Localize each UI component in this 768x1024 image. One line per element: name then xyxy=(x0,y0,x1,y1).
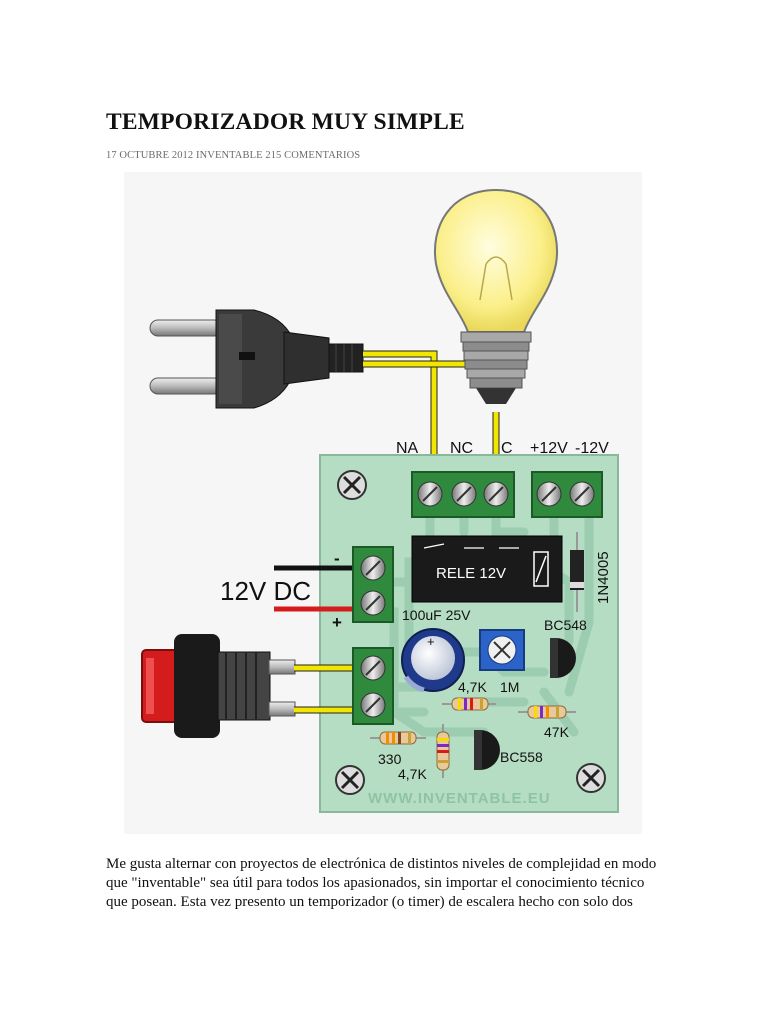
relay-label: RELE 12V xyxy=(436,565,506,582)
svg-text:+: + xyxy=(427,634,435,649)
terminal-label-nc: NC xyxy=(450,440,473,457)
power-minus-label: - xyxy=(334,549,340,568)
trimmer-potentiometer xyxy=(479,629,525,671)
button-wires xyxy=(294,664,356,714)
capacitor: 100uF 25V + xyxy=(401,607,471,693)
terminal-label-minus12v: -12V xyxy=(575,440,609,457)
diode: 1N4005 xyxy=(570,532,612,612)
power-plus-label: + xyxy=(332,613,342,632)
resistor: 4,7K xyxy=(398,724,450,782)
power-plug xyxy=(149,309,364,409)
transistor2-label: BC558 xyxy=(500,749,543,765)
screw-icon xyxy=(335,765,365,795)
circuit-illustration: NA NC C +12V -12V xyxy=(124,172,642,834)
article-title: TEMPORIZADOR MUY SIMPLE xyxy=(106,109,465,135)
resistor: 4,7K 1M xyxy=(442,679,519,711)
watermark: WWW.INVENTABLE.EU xyxy=(368,790,551,807)
light-bulb xyxy=(434,188,558,404)
relay: RELE 12V xyxy=(411,535,563,603)
transistor-bc548: BC548 xyxy=(544,617,587,678)
push-button xyxy=(141,634,296,738)
terminal-label-plus12v: +12V xyxy=(530,440,568,457)
article-meta: 17 OCTUBRE 2012 INVENTABLE 215 COMENTARI… xyxy=(106,150,361,161)
power-label: 12V DC xyxy=(220,576,311,606)
resistor-label-47k: 47K xyxy=(544,724,570,740)
article-body: Me gusta alternar con proyectos de elect… xyxy=(106,856,657,910)
supply-terminal-block xyxy=(531,471,603,518)
transistor-bc558: BC558 xyxy=(474,730,543,770)
power-input: - + 12V DC xyxy=(220,546,394,632)
resistor-label-4k7-a: 4,7K xyxy=(458,679,487,695)
trimmer-label: 1M xyxy=(500,679,519,695)
diode-label: 1N4005 xyxy=(595,551,612,604)
resistor-label-330: 330 xyxy=(378,751,402,767)
screw-icon xyxy=(337,470,367,500)
transistor1-label: BC548 xyxy=(544,617,587,633)
screw-icon xyxy=(576,763,606,793)
terminal-label-na: NA xyxy=(396,440,419,457)
capacitor-label: 100uF 25V xyxy=(402,607,471,623)
terminal-label-c: C xyxy=(501,440,513,457)
resistor-label-4k7-b: 4,7K xyxy=(398,766,427,782)
resistor: 330 xyxy=(370,731,426,767)
resistor: 47K xyxy=(518,705,576,740)
button-terminal-block xyxy=(352,647,394,725)
output-terminal-block xyxy=(411,471,515,518)
